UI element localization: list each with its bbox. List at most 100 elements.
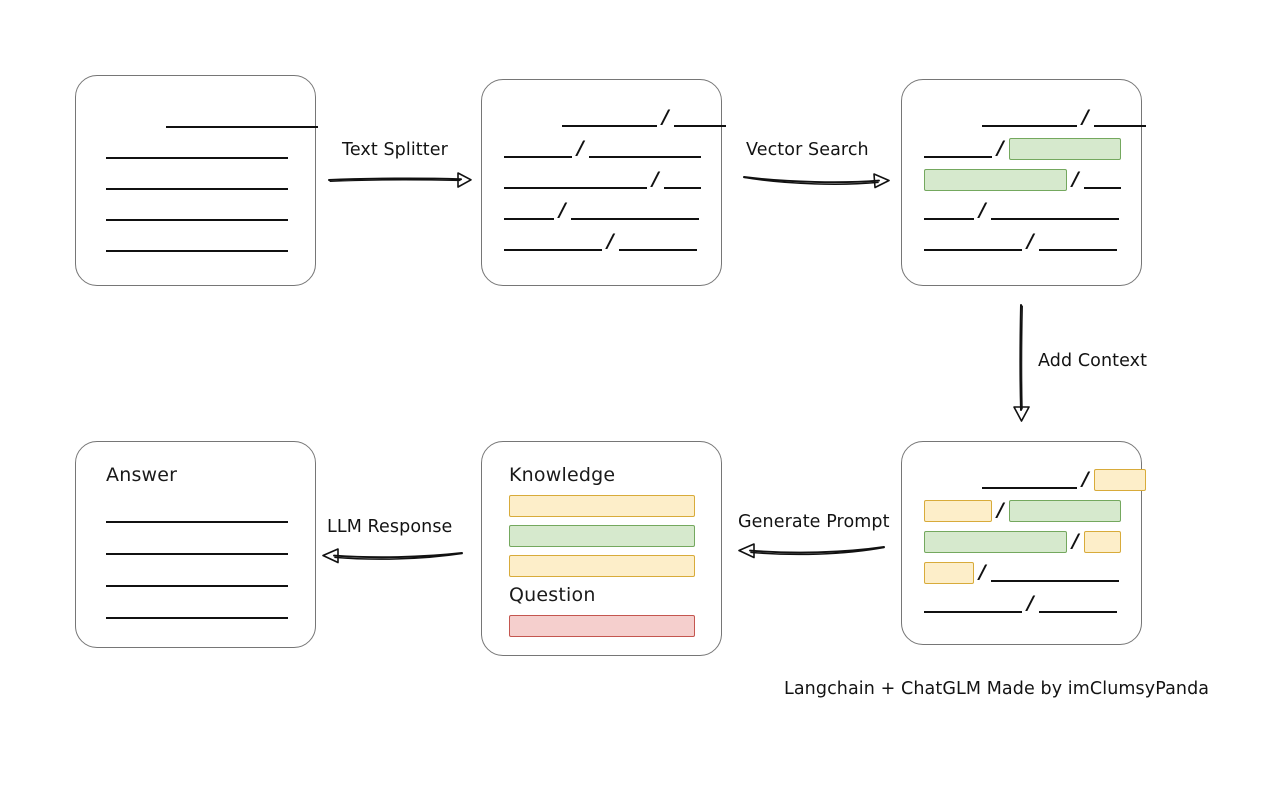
highlighted-chunk-yellow[interactable]	[924, 500, 992, 522]
text-line-row: /	[504, 108, 726, 128]
text-line-segment	[990, 580, 1119, 582]
text-line-row: /	[504, 232, 697, 252]
text-line-row: /	[504, 201, 699, 221]
text-line-segment	[924, 249, 1022, 251]
highlighted-chunk-green[interactable]	[1008, 500, 1121, 522]
chunk-separator-slash: /	[577, 137, 584, 159]
highlighted-chunk-green[interactable]	[1008, 138, 1121, 160]
text-line-row	[106, 202, 288, 222]
text-line-segment	[562, 125, 657, 127]
highlighted-chunk-yellow[interactable]	[1093, 469, 1146, 491]
text-line-row: /	[504, 170, 701, 190]
text-line-segment	[106, 617, 288, 619]
text-line-segment	[504, 218, 554, 220]
text-line-row: /	[924, 232, 1117, 252]
text-line-row	[106, 536, 288, 556]
arrow-llm-response-shaft	[322, 548, 463, 564]
highlighted-chunk-yellow[interactable]	[924, 562, 974, 584]
arrow-vector-search-label: Vector Search	[746, 140, 869, 160]
text-line-segment	[982, 125, 1077, 127]
text-line-row: /	[924, 201, 1119, 221]
knowledge-heading: Knowledge	[509, 464, 616, 486]
text-line-segment	[924, 218, 974, 220]
text-line-row: /	[924, 168, 1121, 191]
answer-heading: Answer	[106, 464, 178, 486]
arrow-text-splitter: Text Splitter	[328, 140, 473, 190]
footer-credit: Langchain + ChatGLM Made by imClumsyPand…	[784, 679, 1210, 699]
text-line-segment	[504, 156, 572, 158]
line-indent-spacer	[106, 128, 166, 129]
text-line-segment	[924, 156, 992, 158]
chunk-separator-slash: /	[662, 106, 669, 128]
chunk-separator-slash: /	[979, 561, 986, 583]
highlighted-chunk-green[interactable]	[924, 169, 1067, 191]
text-line-segment	[106, 157, 288, 159]
text-line-segment	[106, 188, 288, 190]
text-line-row	[106, 140, 288, 160]
chunk-separator-slash: /	[1072, 168, 1079, 190]
line-indent-spacer	[504, 127, 562, 128]
arrow-vector-search: Vector Search	[743, 140, 891, 190]
text-line-segment	[588, 156, 701, 158]
source-document-box[interactable]	[75, 75, 318, 286]
chunk-separator-slash: /	[652, 168, 659, 190]
arrow-llm-response: LLM Response	[322, 517, 470, 567]
arrow-llm-response-label: LLM Response	[327, 517, 453, 537]
text-line-row: /	[924, 561, 1119, 584]
arrow-text-splitter-shaft	[328, 172, 472, 188]
text-line-row: /	[924, 530, 1121, 553]
line-indent-spacer	[924, 489, 982, 490]
answer-box[interactable]: Answer	[75, 441, 316, 648]
chunk-separator-slash: /	[997, 137, 1004, 159]
question-heading: Question	[509, 584, 596, 606]
chunk-separator-slash: /	[1082, 106, 1089, 128]
chunk-separator-slash: /	[1072, 530, 1079, 552]
text-line-segment	[106, 553, 288, 555]
chunk-separator-slash: /	[1027, 592, 1034, 614]
text-line-row: /	[924, 108, 1146, 128]
prompt-chunk-red[interactable]	[509, 615, 695, 637]
arrow-text-splitter-label: Text Splitter	[342, 140, 448, 160]
text-line-segment	[106, 250, 288, 252]
text-line-row: /	[924, 137, 1121, 160]
text-line-segment	[1038, 611, 1117, 613]
chunk-separator-slash: /	[1027, 230, 1034, 252]
text-line-row	[106, 568, 288, 588]
prompt-chunk-green[interactable]	[509, 525, 695, 547]
text-line-segment	[166, 126, 318, 128]
text-line-row: /	[924, 499, 1121, 522]
text-line-segment	[618, 249, 697, 251]
chunk-separator-slash: /	[997, 499, 1004, 521]
text-line-segment	[1038, 249, 1117, 251]
text-line-segment	[673, 125, 726, 127]
context-chunks-box[interactable]: / / / / /	[901, 441, 1146, 645]
prompt-box[interactable]: Knowledge Question	[481, 441, 722, 656]
text-line-segment	[504, 187, 647, 189]
prompt-chunk-yellow[interactable]	[509, 495, 695, 517]
prompt-chunk-yellow[interactable]	[509, 555, 695, 577]
text-line-segment	[106, 521, 288, 523]
arrow-add-context: Add Context	[1010, 303, 1190, 423]
text-line-row	[106, 109, 318, 129]
text-line-segment	[663, 187, 701, 189]
text-line-segment	[106, 585, 288, 587]
matched-chunks-box[interactable]: / / / / /	[901, 79, 1146, 286]
chunk-separator-slash: /	[559, 199, 566, 221]
arrow-add-context-label: Add Context	[1038, 351, 1148, 371]
split-chunks-box[interactable]: / / / / /	[481, 79, 726, 286]
text-line-row	[106, 600, 288, 620]
chunk-separator-slash: /	[1082, 468, 1089, 490]
text-line-segment	[504, 249, 602, 251]
text-line-segment	[570, 218, 699, 220]
text-line-segment	[106, 219, 288, 221]
highlighted-chunk-yellow[interactable]	[1083, 531, 1121, 553]
text-line-row	[106, 504, 288, 524]
line-indent-spacer	[924, 127, 982, 128]
arrow-generate-prompt: Generate Prompt	[738, 512, 889, 562]
chunk-separator-slash: /	[607, 230, 614, 252]
highlighted-chunk-green[interactable]	[924, 531, 1067, 553]
text-line-row: /	[924, 468, 1146, 491]
text-line-row: /	[504, 139, 701, 159]
text-line-row	[106, 233, 288, 253]
